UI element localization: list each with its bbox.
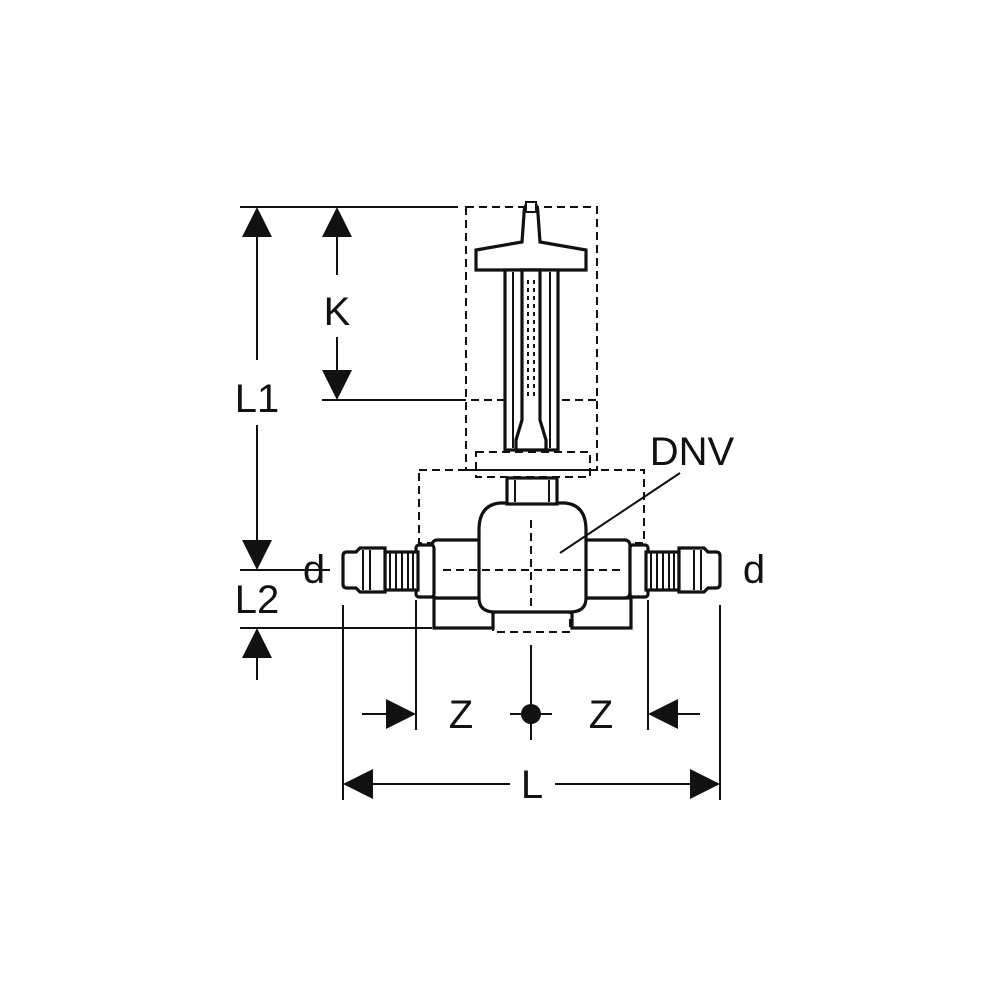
callout-dnv: DNV	[559, 430, 735, 554]
arrow-up-icon	[242, 207, 272, 237]
arrow-up-icon	[242, 628, 272, 658]
label-l2: L2	[235, 578, 280, 622]
grip-ridges	[389, 552, 414, 590]
grip-ridges	[650, 552, 675, 590]
arrow-up-icon	[322, 207, 352, 237]
dimension-l1: L1	[235, 207, 280, 570]
center-point-icon	[521, 704, 541, 724]
dimension-l: L	[343, 763, 720, 807]
dimension-l2: L2	[235, 578, 280, 680]
dimension-k: K	[322, 207, 352, 400]
label-dnv: DNV	[650, 430, 735, 474]
label-l1: L1	[235, 377, 280, 421]
arrow-right-icon	[386, 699, 416, 729]
arrow-left-icon	[343, 769, 373, 799]
press-connector-right	[628, 543, 722, 599]
extension-lines	[240, 206, 721, 800]
valve-key	[474, 201, 588, 452]
label-d-left: d	[303, 548, 325, 592]
arrow-down-icon	[322, 370, 352, 400]
label-d-right: d	[743, 548, 765, 592]
arrow-right-icon	[690, 769, 720, 799]
label-l: L	[521, 763, 543, 807]
dimension-z: Z Z	[362, 693, 700, 737]
press-connector-left	[341, 543, 436, 599]
arrow-down-icon	[242, 540, 272, 570]
label-z-left: Z	[449, 693, 473, 737]
label-k: K	[324, 290, 351, 334]
label-z-right: Z	[589, 693, 613, 737]
valve-body	[430, 451, 633, 668]
arrow-left-icon	[648, 699, 678, 729]
